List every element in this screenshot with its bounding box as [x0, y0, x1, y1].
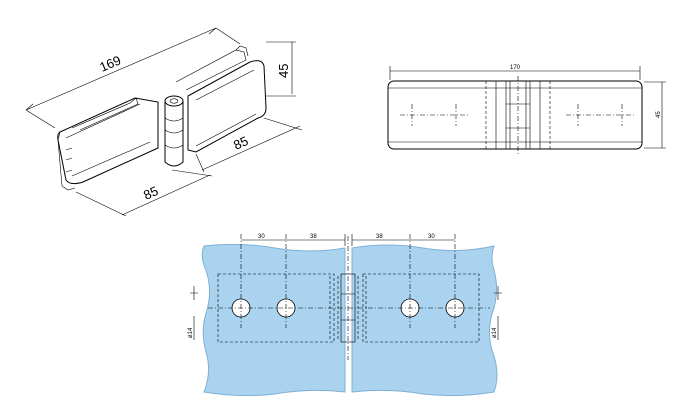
front-view: 170 45: [387, 65, 666, 156]
iso-dim-left-leaf-label: 85: [141, 183, 160, 203]
glass-plate-left: [217, 273, 335, 343]
iso-hinge-knuckle: [164, 95, 184, 167]
iso-left-leaf: [57, 97, 159, 185]
glass-dim-right-outer: 30: [428, 234, 435, 240]
glass-panel-left: [201, 243, 346, 397]
front-dim-length-line: [389, 66, 641, 80]
iso-dim-left-leaf-line: [75, 169, 213, 217]
glass-view: 30 38 38 30 ø14 ø14: [188, 234, 502, 397]
iso-dim-right-leaf-label: 85: [231, 133, 250, 153]
glass-panel-right: [351, 244, 498, 397]
front-dim-height-label: 45: [656, 111, 662, 118]
isometric-view: 169 45 85 85: [25, 27, 303, 217]
glass-dim-left-inner: 38: [310, 234, 317, 240]
glass-hole-dia-right: ø14: [492, 327, 498, 338]
iso-dim-height-label: 45: [276, 64, 291, 78]
iso-dim-right-leaf-line: [195, 117, 303, 173]
iso-dim-length-label: 169: [97, 52, 123, 74]
iso-dim-height-line: [266, 41, 296, 97]
glass-dim-left-outer: 30: [258, 234, 265, 240]
front-dim-length-label: 170: [510, 65, 521, 71]
front-dim-height-line: [644, 81, 666, 149]
glass-hole-dia-left: ø14: [188, 327, 194, 338]
iso-right-leaf: [187, 60, 267, 153]
iso-dim-length-line: [25, 27, 241, 129]
glass-dim-right-inner: 38: [376, 234, 383, 240]
